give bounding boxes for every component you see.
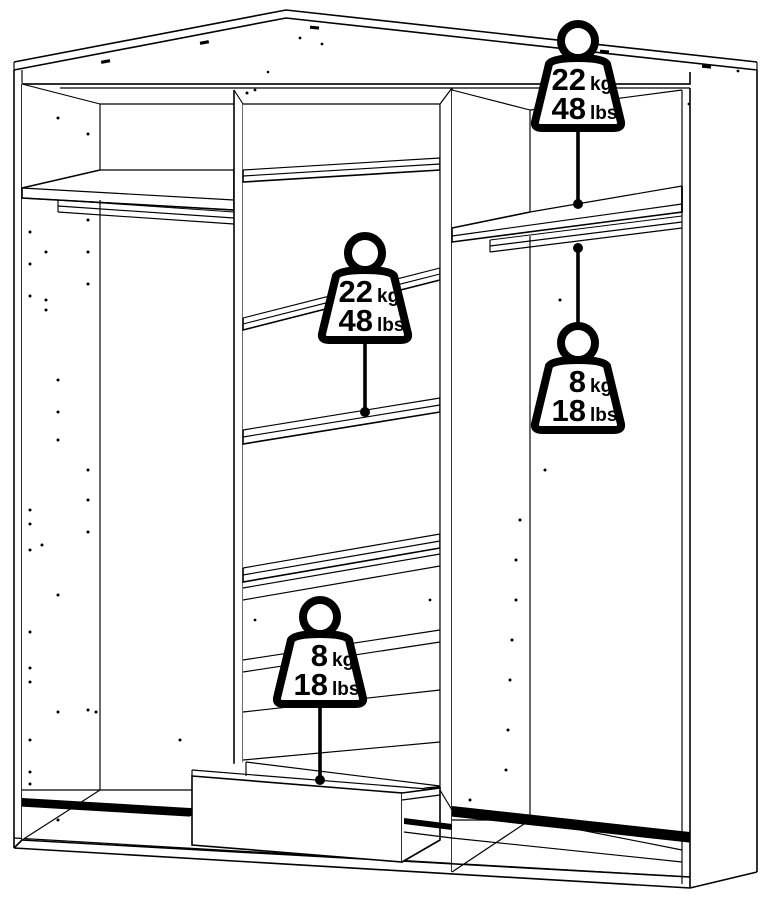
right-bay [451,89,683,873]
weight-label-shelf-right-top: 22 kg 48 lbs [530,20,626,132]
weight-kg-value: 22 [339,274,373,309]
left-bay-shelf [21,169,235,211]
weight-kg-unit: kg [590,74,612,95]
left-bay-hanging-rail [57,199,235,225]
weight-label-shelf-middle: 22 kg 48 lbs [317,232,413,344]
top-panel [13,9,758,113]
bottom-drawer[interactable] [191,761,453,863]
weight-lbs-unit: lbs [377,315,404,336]
weight-label-rail-right: 8 kg 18 lbs [530,322,626,434]
weight-kg-unit: kg [377,286,399,307]
weight-label-drawer-bottom: 8 kg 18 lbs [272,596,368,708]
right-bay-hanging-rail [489,215,683,253]
weight-lbs-value: 48 [552,91,586,126]
weight-lbs-value: 18 [552,393,586,428]
weight-lbs-unit: lbs [590,103,617,124]
weight-kg-value: 8 [569,364,586,399]
weight-lbs-value: 48 [339,303,373,338]
weight-lbs-value: 18 [294,667,328,702]
weight-lbs-unit: lbs [590,405,617,426]
weight-kg-unit: kg [332,650,354,671]
left-bay [21,83,235,841]
weight-lbs-unit: lbs [332,679,359,700]
weight-kg-value: 8 [311,638,328,673]
weight-kg-value: 22 [552,62,586,97]
weight-kg-unit: kg [590,376,612,397]
right-bay-shelf [451,185,683,243]
